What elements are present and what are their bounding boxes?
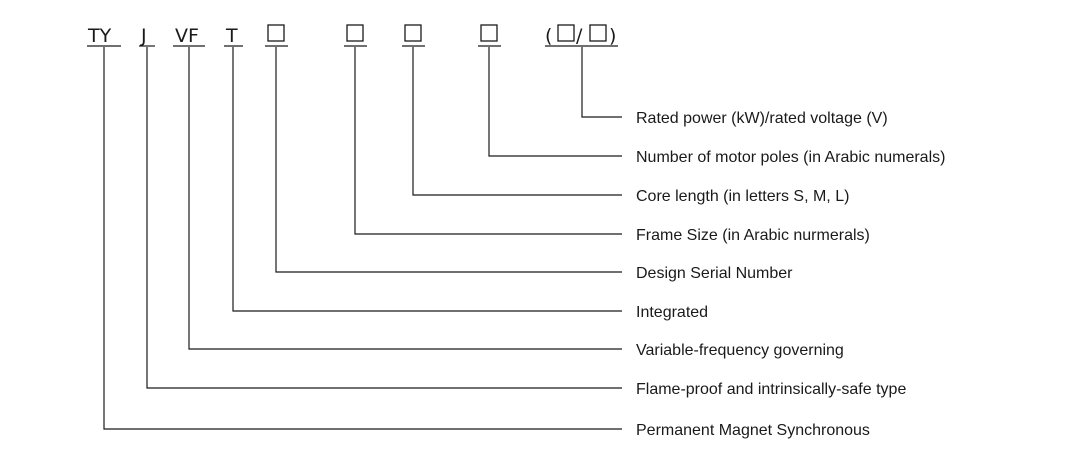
code-vf: VF (175, 25, 199, 47)
label-flame-proof: Flame-proof and intrinsically-safe type (636, 381, 906, 398)
leader-ty (103, 47, 622, 430)
power-placeholder-box (557, 24, 575, 42)
frame-size-placeholder-box (346, 24, 364, 42)
slash: / (576, 25, 583, 47)
leader-lines (103, 47, 622, 430)
leader-power (581, 47, 622, 118)
code-ty: TY (87, 25, 112, 47)
code-j: J (140, 25, 147, 47)
label-rated-power-voltage: Rated power (kW)/rated voltage (V) (636, 110, 888, 127)
voltage-placeholder-box (589, 24, 607, 42)
open-paren: ( (545, 25, 552, 47)
leader-frame (354, 47, 622, 235)
design-serial-placeholder-box (267, 24, 285, 42)
leader-poles (488, 47, 622, 157)
motor-poles-placeholder-box (480, 24, 498, 42)
label-integrated: Integrated (636, 304, 708, 321)
label-design-serial-number: Design Serial Number (636, 265, 793, 282)
leader-vf (188, 47, 622, 350)
label-core-length: Core length (in letters S, M, L) (636, 188, 849, 205)
core-length-placeholder-box (404, 24, 422, 42)
leader-core (412, 47, 622, 196)
leader-t (232, 47, 622, 312)
label-variable-frequency: Variable-frequency governing (636, 342, 844, 359)
close-paren: ) (609, 25, 616, 47)
label-permanent-magnet: Permanent Magnet Synchronous (636, 422, 870, 439)
label-frame-size: Frame Size (in Arabic nurmerals) (636, 227, 870, 244)
code-t: T (225, 25, 238, 47)
leader-design (275, 47, 622, 273)
leader-j (146, 47, 622, 389)
rated-power-voltage-placeholder: ( / ) (545, 24, 616, 47)
label-motor-poles: Number of motor poles (in Arabic numeral… (636, 149, 945, 166)
